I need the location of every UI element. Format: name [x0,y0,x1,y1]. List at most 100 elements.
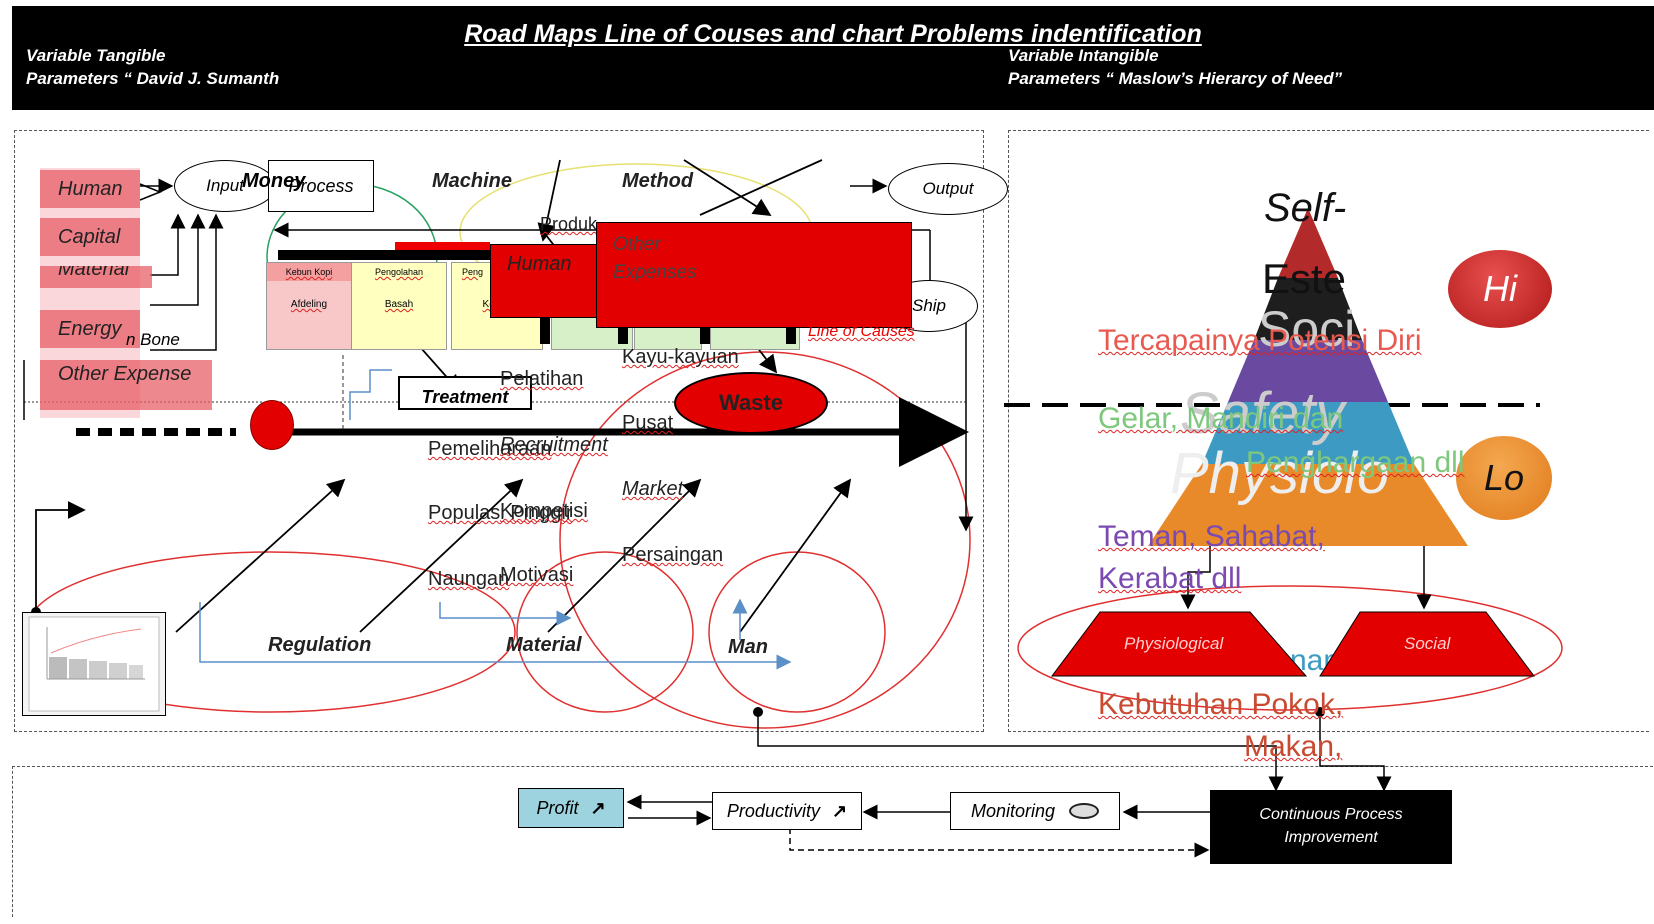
physiological-label: Physiological [1124,634,1224,653]
input-human: Human [40,170,140,208]
step-basah-label: Basah [384,299,414,310]
input-oval: Input [174,160,276,212]
treatment-box: Treatment [398,376,532,410]
human-cost-label: Human [507,253,572,275]
money-label: Money [242,170,306,192]
left-panel-frame [14,130,984,732]
pyramid-esteem [1254,278,1362,340]
physiological-trapezoid [1051,611,1308,677]
cause-kayu: Kayu-kayuan [622,346,739,368]
cause-pemeliharaan: Pemeliharaan [428,438,552,460]
cause-naungan: Naungan [428,568,510,590]
trend-up-icon: ↗ [831,800,848,821]
maslow-pyramid [1148,208,1468,546]
need-trapezoids [1051,611,1535,677]
step-kebun: Kebun Kopi Afdeling [266,262,352,350]
cause-pusat: Pusat [622,412,674,434]
waste-oval: Waste [674,372,828,434]
step-divider-2 [618,322,628,344]
maslow-text-potensi: Tercapainya Potensi Diri [1098,324,1422,357]
waste-label: Waste [719,390,783,415]
productivity-box: Productivity ↗ [712,792,862,830]
treatment-label: Treatment [421,387,509,407]
social-label: Social [1404,634,1451,653]
low-oval: Lo [1456,436,1552,520]
input-oval-label: Input [206,176,244,195]
cpi-line-1: Continuous Process [1259,806,1403,823]
header-banner: Road Maps Line of Couses and chart Probl… [12,6,1654,110]
step-divider-3 [700,322,710,344]
maslow-esteem-label: Este [1262,255,1347,302]
step-kebun-label: Kebun Kopi [267,263,351,281]
intangible-params: Parameters “ Maslow’s Hierarcy of Need” [1008,69,1343,88]
pyramid-self [1278,208,1338,278]
output-oval: Output [888,163,1008,215]
intangible-label: Variable Intangible [1008,46,1159,65]
produk-label: Produk [540,214,598,234]
maslow-text-gelar: Gelar, Mandiri dan [1098,402,1344,435]
input-material: Material [40,266,152,288]
profit-label: Profit [536,797,579,818]
process-box: Process [268,160,374,212]
cause-pelatihan: Pelatihan [500,368,584,390]
page-title: Road Maps Line of Couses and chart Probl… [464,20,1202,48]
input-capital: Capital [40,218,140,256]
cpi-line-2: Improvement [1284,829,1378,846]
pareto-thumbnail [22,612,166,716]
profit-box: Profit ↗ [518,788,624,828]
high-label: Hi [1483,268,1517,309]
maslow-safety-label: Safety [1180,381,1345,446]
pareto-thumbnail-graphic [28,616,160,712]
category-regulation: Regulation [268,634,372,656]
step-divider-4 [786,322,796,344]
right-panel-frame [1008,130,1649,732]
input-energy: Energy [40,310,140,348]
input-other-expense: Other Expense [40,360,212,410]
maslow-text-penghargaan: Penghargaan dll [1246,446,1465,479]
maslow-text-kerabat: Kerabat dll [1098,562,1242,595]
cause-kompetisi: Kompetisi [500,500,588,522]
fishbone-label: n Bone [126,330,180,349]
high-oval: Hi [1448,250,1552,328]
step-afdeling-label: Afdeling [290,299,328,310]
maslow-social-label: Soci [1258,301,1356,357]
maslow-text-kebutuhan: Kebutuhan Pokok, [1098,688,1344,721]
maslow-physio-label: Physiolo [1170,441,1390,506]
low-label: Lo [1483,457,1525,498]
productivity-label: Productivity [726,800,820,821]
monitoring-box: Monitoring [950,792,1120,830]
cause-populasi: Populasi Pinggir [428,502,573,524]
step-divider-1 [540,316,550,344]
step-pengolahan-label: Pengolahan [374,267,424,277]
category-man: Man [728,636,768,658]
pyramid-social [1228,340,1388,402]
line-of-causes-label: Line of Causes [808,323,915,340]
process-label: Process [288,175,354,196]
eye-icon [1069,803,1100,819]
category-material: Material [506,634,582,656]
cause-persaingan: Persaingan [622,544,724,566]
cpi-box: Continuous Process Improvement [1210,790,1452,864]
social-trapezoid [1319,611,1535,677]
process-bar-red [395,242,490,250]
maslow-text-teman: Teman, Sahabat, [1098,520,1325,553]
tangible-params: Parameters “ David J. Sumanth [26,69,280,88]
pyramid-physiological [1148,464,1468,546]
spine-head-dot [250,400,294,450]
human-cost-box: Human [490,244,602,318]
other-expenses-label: Other Expenses [613,234,697,283]
other-expenses-box: Other Expenses [596,222,912,328]
step-peng-label: Peng [462,267,484,277]
cause-market: Market [622,478,684,500]
cause-motivasi: Motivasi [500,564,574,586]
maslow-text-makan: Makan, [1244,730,1343,763]
trend-up-icon: ↗ [590,797,606,818]
maslow-self-label: Self- [1264,186,1347,230]
tangible-label: Variable Tangible [26,46,166,65]
bottom-panel-frame [12,766,1653,917]
cause-recruitment: Recruitment [500,434,608,456]
category-machine: Machine [432,170,513,192]
category-method: Method [622,170,694,192]
output-oval-label: Output [922,179,974,198]
monitoring-label: Monitoring [970,800,1056,821]
